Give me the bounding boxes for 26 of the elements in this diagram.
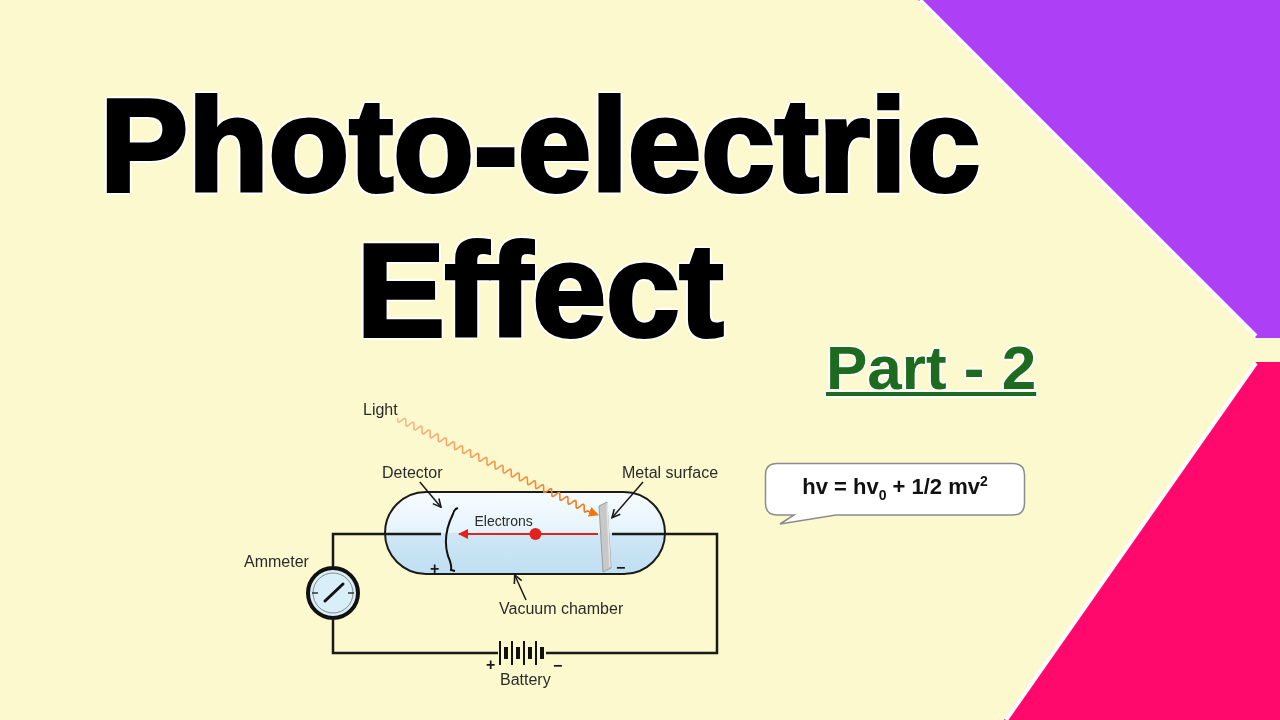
circuit-wire bbox=[331, 620, 498, 655]
battery-symbol bbox=[498, 640, 546, 666]
edge-label: Electrons bbox=[474, 512, 533, 529]
callout-label: Light bbox=[363, 401, 398, 419]
leader-arrow bbox=[419, 481, 442, 508]
circuit-wire bbox=[331, 532, 441, 566]
polarity-sign: + bbox=[430, 561, 440, 577]
polarity-sign: − bbox=[553, 658, 563, 674]
callout-label: Vacuum chamber bbox=[499, 600, 624, 618]
component-label: Battery bbox=[500, 671, 551, 689]
formula-text: hv = hv$_{0}$ + 1/2 mv$^{2}$ bbox=[802, 472, 988, 505]
subtitle: Part - 2 bbox=[826, 340, 1037, 396]
callout-label: Detector bbox=[382, 464, 443, 482]
electron-arrow bbox=[458, 529, 599, 539]
polarity-sign: − bbox=[616, 560, 626, 576]
ammeter-symbol bbox=[306, 566, 360, 620]
leader-arrow bbox=[611, 481, 644, 519]
polarity-sign: + bbox=[486, 657, 496, 673]
light-ray bbox=[396, 417, 599, 517]
callout-label: Metal surface bbox=[622, 464, 719, 482]
circuit-wire bbox=[546, 532, 719, 655]
title: Photo-electric Effect bbox=[98, 73, 982, 340]
speech-bubble bbox=[764, 462, 1026, 526]
component-label: Ammeter bbox=[244, 553, 309, 571]
metal-plate bbox=[598, 501, 612, 573]
leader-arrow bbox=[513, 574, 527, 601]
